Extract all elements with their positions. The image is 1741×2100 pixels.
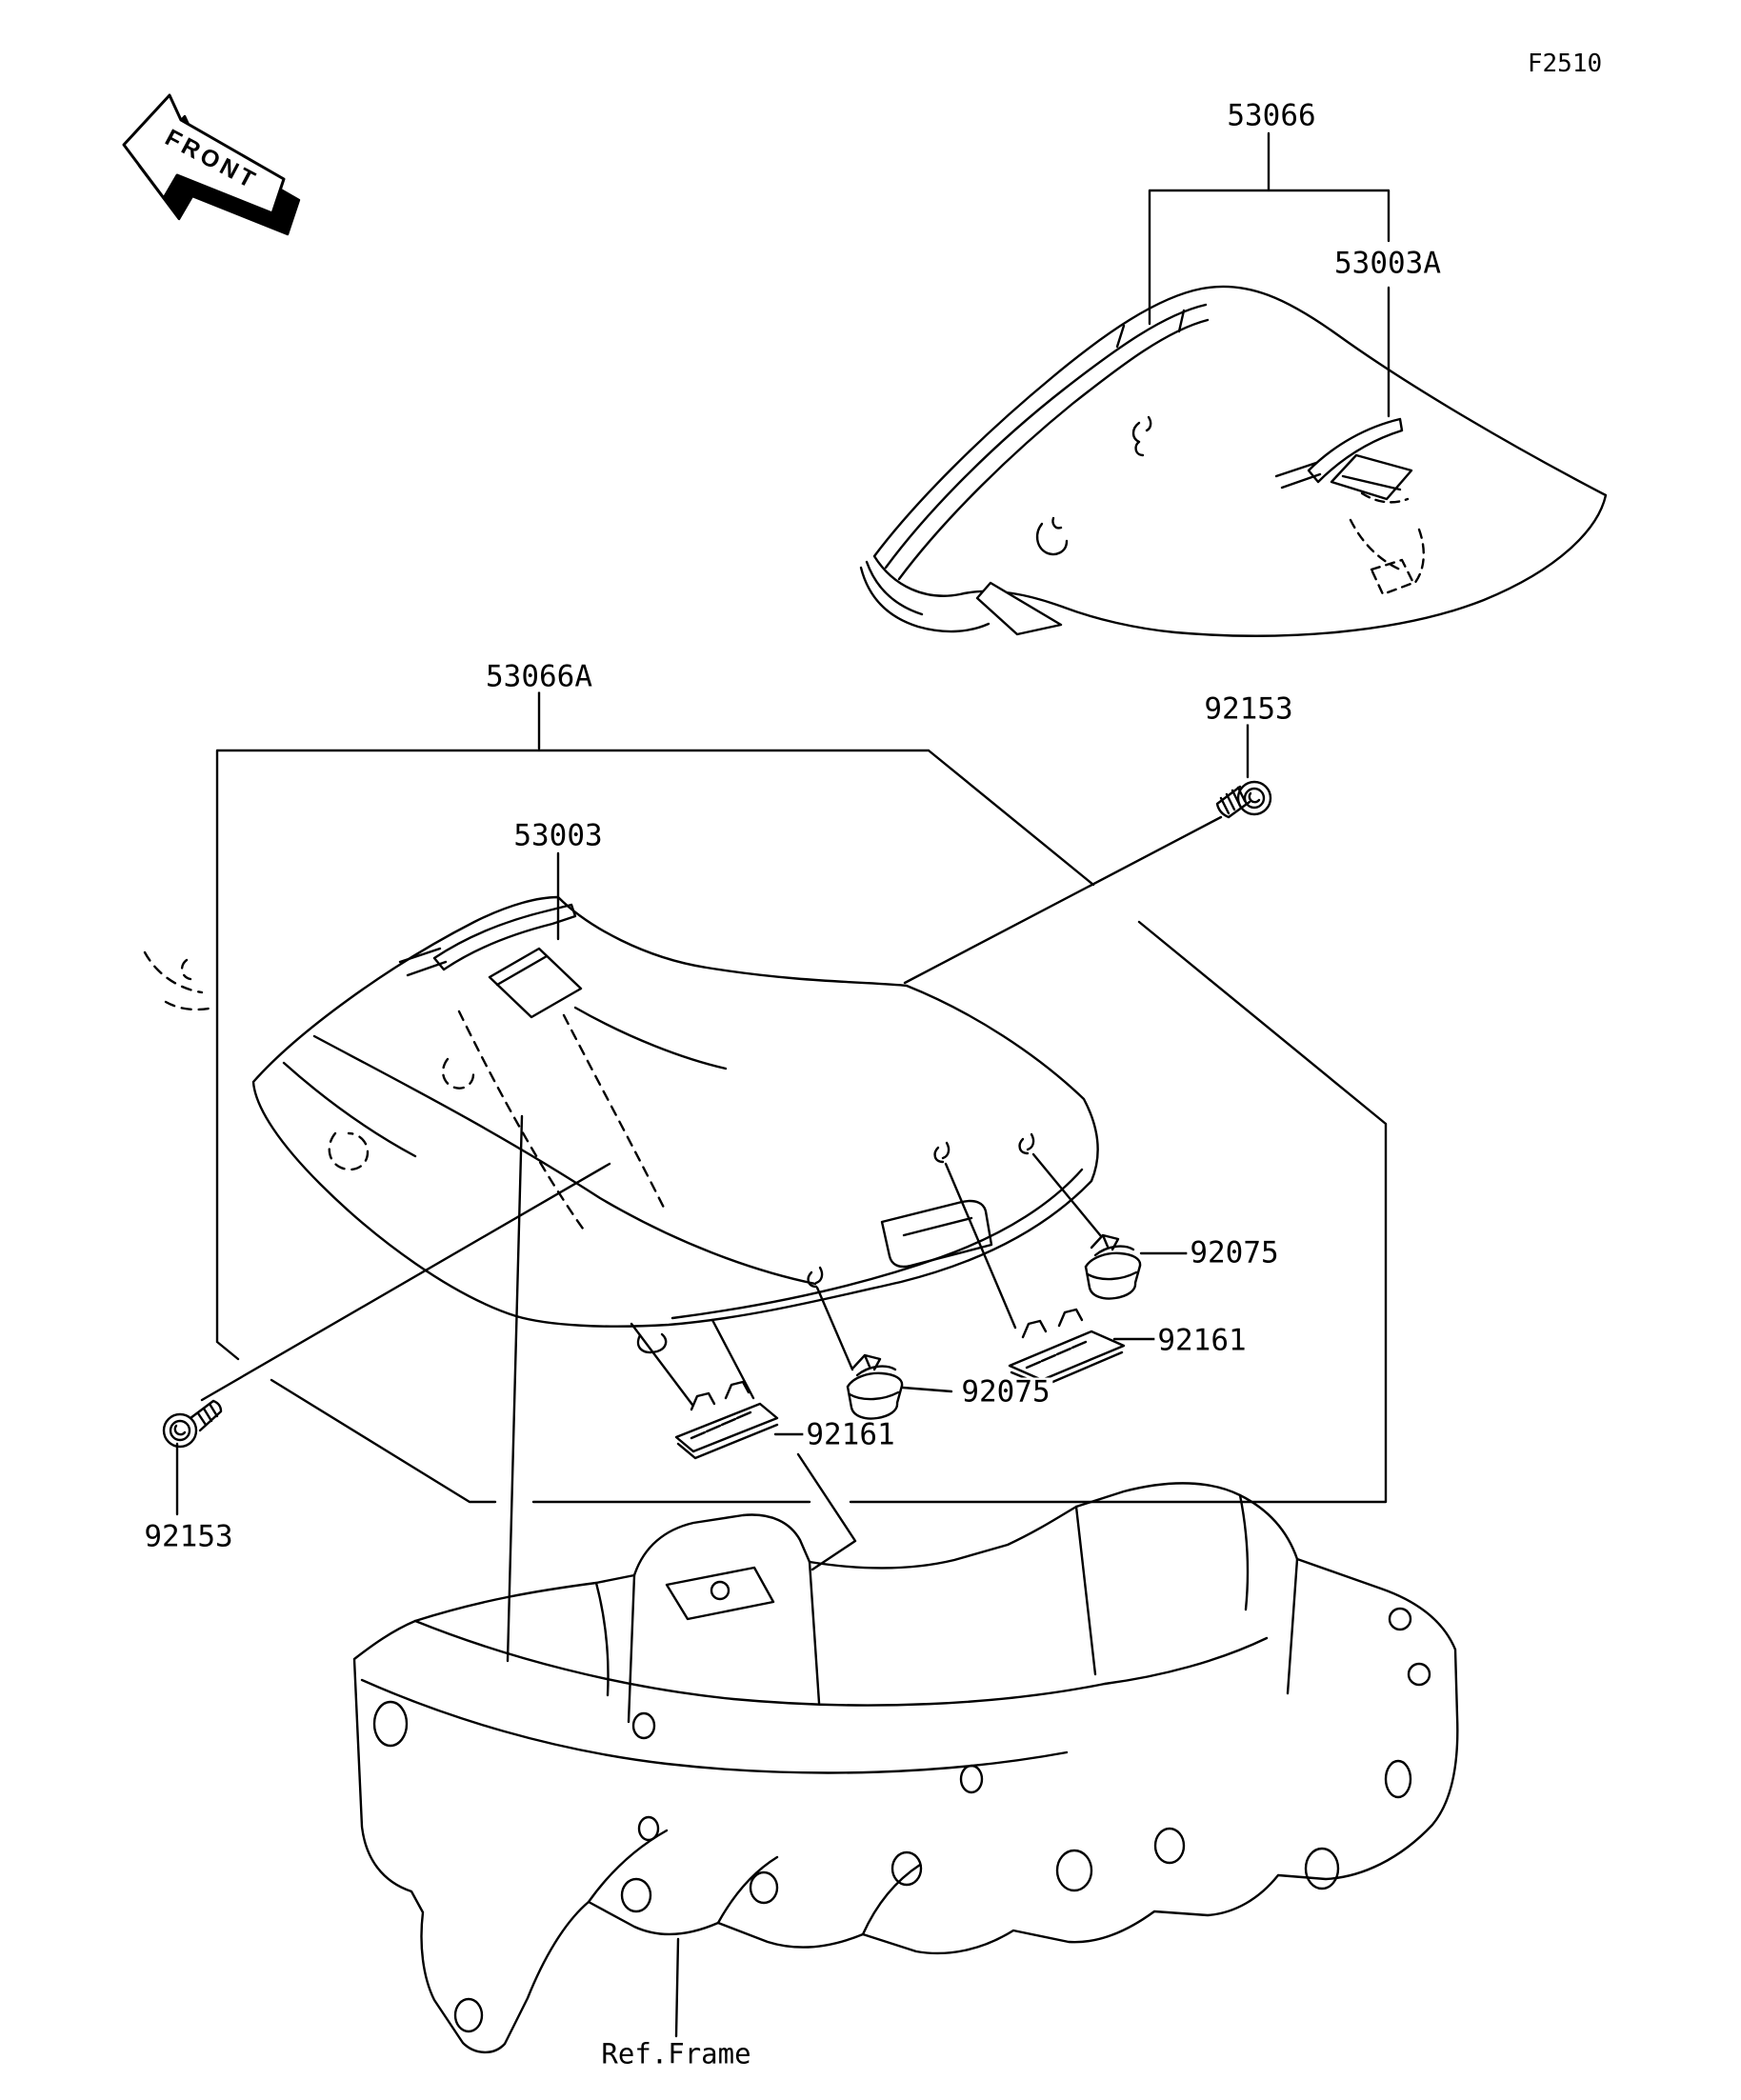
pad-icon-bottom bbox=[674, 1380, 779, 1460]
label-92153-bottom: 92153 bbox=[141, 1522, 236, 1552]
label-92161-bottom: 92161 bbox=[803, 1420, 898, 1450]
figure-code: F2510 bbox=[1527, 50, 1603, 78]
front-arrow-icon bbox=[122, 93, 301, 236]
rear-seat-drawing bbox=[859, 285, 1608, 637]
label-92075-right: 92075 bbox=[1187, 1238, 1282, 1269]
bolt-icon-bottom bbox=[162, 1399, 223, 1449]
label-92153-top: 92153 bbox=[1201, 694, 1296, 725]
label-53066: 53066 bbox=[1224, 101, 1319, 131]
label-92075-bottom: 92075 bbox=[958, 1377, 1053, 1408]
bolt-icon-top bbox=[1215, 780, 1272, 819]
label-ref-frame: Ref.Frame bbox=[598, 2040, 754, 2069]
main-seat-drawing bbox=[143, 895, 1099, 1354]
bracket-53066 bbox=[1148, 131, 1391, 418]
label-92161-right: 92161 bbox=[1154, 1326, 1250, 1356]
label-53066A: 53066A bbox=[483, 662, 595, 692]
leader-lines bbox=[175, 690, 1250, 2038]
damper-icon-right bbox=[1084, 1233, 1142, 1300]
frame-drawing bbox=[352, 1482, 1459, 2054]
rear-band-53003A bbox=[1274, 417, 1413, 501]
front-band-53003 bbox=[398, 903, 583, 1019]
assembly-enclosure-box bbox=[215, 749, 1388, 1504]
damper-icon-bottom bbox=[846, 1353, 904, 1420]
label-53003: 53003 bbox=[510, 821, 606, 851]
label-53003A: 53003A bbox=[1331, 249, 1444, 279]
